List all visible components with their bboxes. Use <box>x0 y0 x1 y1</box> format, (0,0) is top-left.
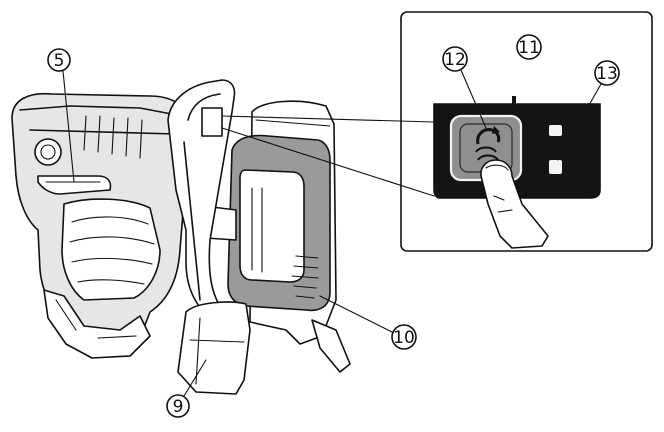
tool-body <box>11 92 191 359</box>
callout-label-11: 11 <box>518 38 540 58</box>
open-cover <box>167 79 245 327</box>
rotate-arrow-icon <box>475 126 501 161</box>
callout-9: 9 <box>166 359 207 418</box>
lower-guard <box>177 301 351 395</box>
callout-label-12: 12 <box>444 50 466 70</box>
battery-cartridge <box>203 134 331 312</box>
callout-label-10: 10 <box>393 328 415 348</box>
callout-label-13: 13 <box>596 64 618 84</box>
callout-label-9: 9 <box>173 397 184 417</box>
callout-11: 11 <box>516 34 542 60</box>
callout-label-5: 5 <box>54 51 65 71</box>
callout-12: 12 <box>442 46 487 129</box>
finger-press-icon <box>480 159 549 249</box>
zoom-leader-lines <box>221 115 435 197</box>
callout-5: 5 <box>47 48 75 183</box>
callout-10: 10 <box>319 295 417 350</box>
inset-panel <box>400 11 653 252</box>
indicator-lamp-icon <box>549 125 562 174</box>
callout-13: 13 <box>557 60 620 161</box>
